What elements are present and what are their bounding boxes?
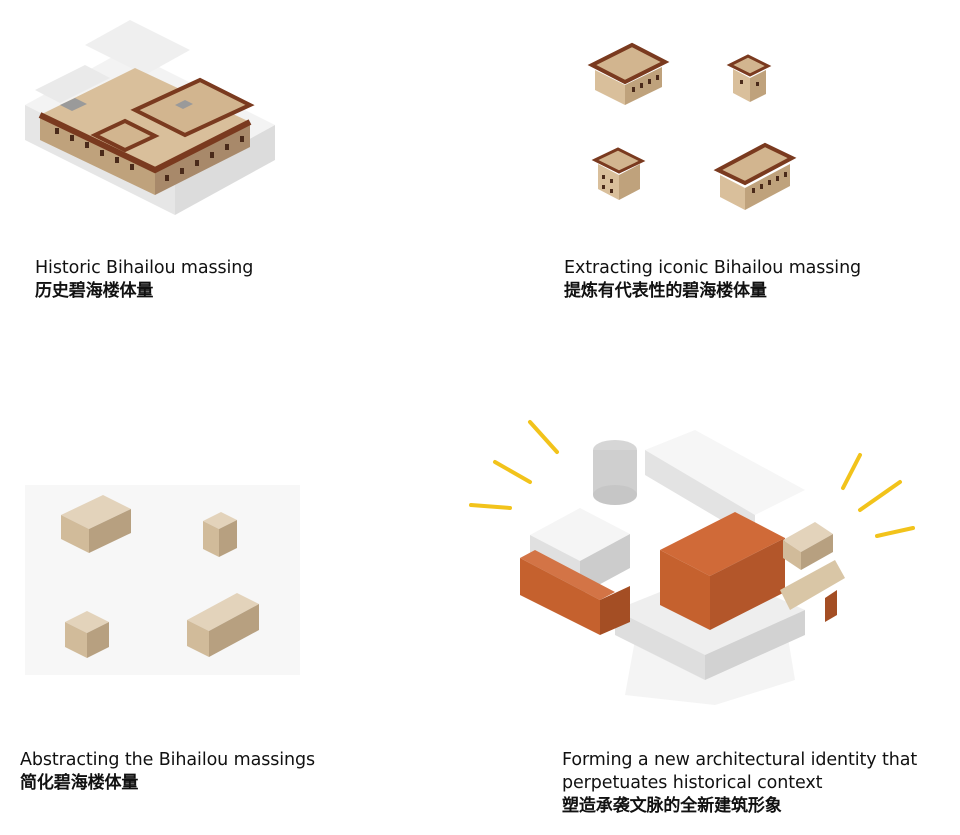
iconic-building-c: [591, 147, 646, 200]
forming-identity-illustration: [465, 410, 925, 710]
caption-chinese: 简化碧海楼体量: [20, 773, 139, 793]
iconic-building-a: [587, 42, 670, 105]
abstract-block-c: [65, 611, 109, 658]
terracotta-masses: [520, 512, 785, 635]
highlight-rays: [469, 420, 915, 538]
iconic-building-d: [713, 142, 797, 210]
caption-chinese: 塑造承袭文脉的全新建筑形象: [562, 796, 782, 816]
caption-english-line1: Forming a new architectural identity tha…: [562, 750, 918, 770]
extracting-massing-illustration: [580, 30, 810, 210]
caption-english: Abstracting the Bihailou massings: [20, 750, 316, 770]
iconic-building-b: [726, 54, 772, 102]
abstracting-massing-illustration: [25, 485, 300, 680]
caption-forming-identity: Forming a new architectural identity tha…: [562, 749, 952, 818]
caption-english-line2: perpetuates historical context: [562, 773, 823, 793]
abstract-block-d: [187, 593, 259, 657]
abstract-block-a: [61, 495, 131, 553]
caption-english: Extracting iconic Bihailou massing: [564, 258, 862, 278]
caption-historic-massing: Historic Bihailou massing 历史碧海楼体量: [35, 257, 253, 303]
abstract-block-b: [203, 512, 237, 557]
beige-accent-block: [780, 522, 845, 622]
caption-english: Historic Bihailou massing: [35, 258, 254, 278]
historic-main-building: [38, 68, 255, 195]
caption-chinese: 历史碧海楼体量: [35, 281, 154, 301]
caption-extracting-massing: Extracting iconic Bihailou massing 提炼有代表…: [564, 257, 861, 303]
caption-chinese: 提炼有代表性的碧海楼体量: [564, 281, 767, 301]
historic-massing-illustration: [15, 10, 285, 220]
caption-abstracting-massing: Abstracting the Bihailou massings 简化碧海楼体…: [20, 749, 315, 795]
